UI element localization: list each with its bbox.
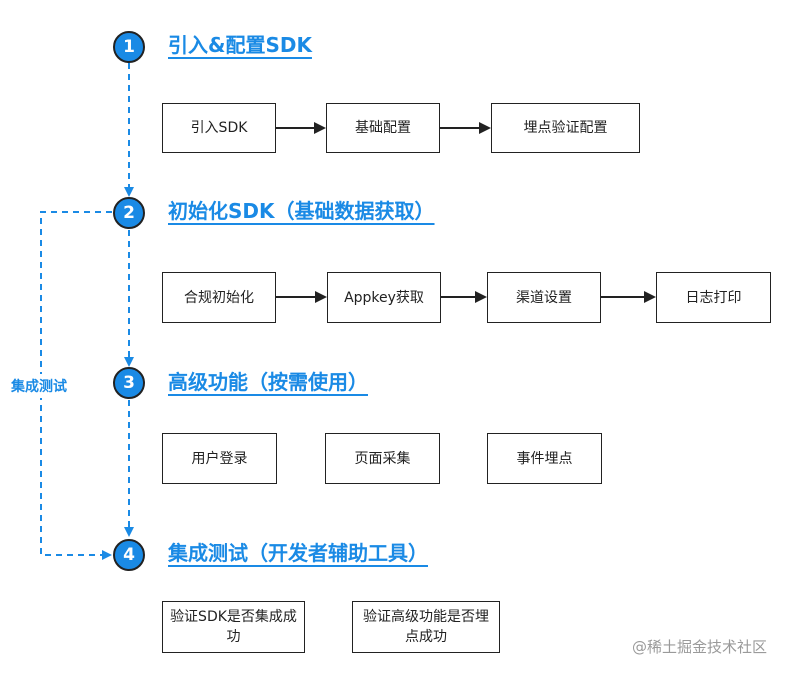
step-1-title: 引入&配置SDK — [168, 33, 312, 57]
box-import-sdk: 引入SDK — [162, 103, 276, 153]
step-2-circle: 2 — [113, 197, 145, 229]
box-tracking-verify-config: 埋点验证配置 — [491, 103, 640, 153]
step-4-circle: 4 — [113, 539, 145, 571]
step-4-title: 集成测试（开发者辅助工具） — [168, 541, 428, 565]
box-page-collect: 页面采集 — [325, 433, 440, 484]
box-basic-config: 基础配置 — [326, 103, 440, 153]
box-user-login: 用户登录 — [162, 433, 277, 484]
step-2-title: 初始化SDK（基础数据获取） — [168, 199, 435, 223]
step-3-circle: 3 — [113, 367, 145, 399]
box-compliance-init: 合规初始化 — [162, 272, 276, 323]
box-verify-advanced: 验证高级功能是否埋点成功 — [352, 601, 500, 653]
step-1-circle: 1 — [113, 31, 145, 63]
box-event-tracking: 事件埋点 — [487, 433, 602, 484]
box-appkey: Appkey获取 — [327, 272, 441, 323]
box-log-print: 日志打印 — [656, 272, 771, 323]
box-channel-setting: 渠道设置 — [487, 272, 601, 323]
watermark: @稀土掘金技术社区 — [632, 638, 768, 656]
step-3-title: 高级功能（按需使用） — [168, 370, 368, 394]
side-label-integration-test: 集成测试 — [9, 374, 69, 398]
box-verify-sdk: 验证SDK是否集成成功 — [162, 601, 305, 653]
